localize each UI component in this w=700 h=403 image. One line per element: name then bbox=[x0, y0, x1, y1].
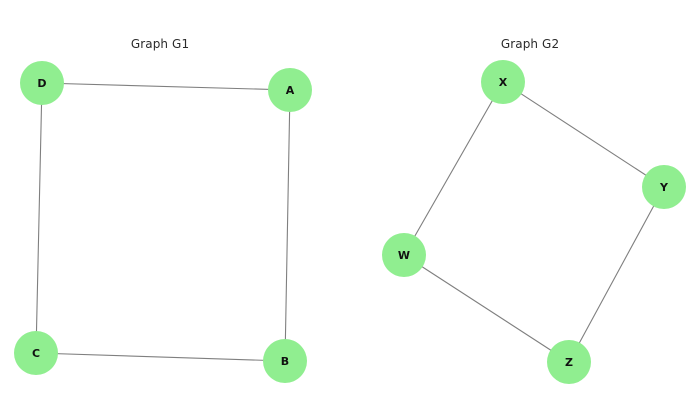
graph-node-label-x: X bbox=[498, 75, 508, 89]
graph-node-x[interactable]: X bbox=[481, 60, 525, 104]
graph-g2-title: Graph G2 bbox=[500, 37, 560, 51]
graph-node-label-a: A bbox=[285, 83, 295, 97]
graph-edge-d-a bbox=[41, 82, 291, 91]
graph-edge-w-x bbox=[403, 81, 504, 256]
graph-node-label-b: B bbox=[280, 354, 290, 368]
graph-node-d[interactable]: D bbox=[20, 61, 64, 105]
graph-edge-x-y bbox=[502, 81, 665, 188]
graph-node-label-y: Y bbox=[660, 180, 668, 194]
graph-edge-c-d bbox=[35, 82, 43, 354]
graph-node-z[interactable]: Z bbox=[547, 340, 591, 384]
graph-node-w[interactable]: W bbox=[382, 233, 426, 277]
graph-node-label-z: Z bbox=[565, 355, 573, 369]
graph-g2-edges bbox=[403, 81, 665, 363]
graph-edge-z-w bbox=[403, 254, 570, 363]
graph-node-y[interactable]: Y bbox=[642, 165, 686, 209]
graph-node-label-w: W bbox=[397, 248, 411, 262]
graph-node-a[interactable]: A bbox=[268, 68, 312, 112]
graph-node-label-d: D bbox=[37, 76, 47, 90]
graph-node-b[interactable]: B bbox=[263, 339, 307, 383]
graph-edge-y-z bbox=[568, 186, 665, 363]
graph-node-label-c: C bbox=[31, 346, 41, 360]
graph-edge-b-c bbox=[35, 352, 286, 362]
graph-node-c[interactable]: C bbox=[14, 331, 58, 375]
graph-edge-a-b bbox=[284, 89, 291, 362]
graph-g1-edges bbox=[35, 82, 291, 362]
graph-g1-title: Graph G1 bbox=[130, 37, 190, 51]
